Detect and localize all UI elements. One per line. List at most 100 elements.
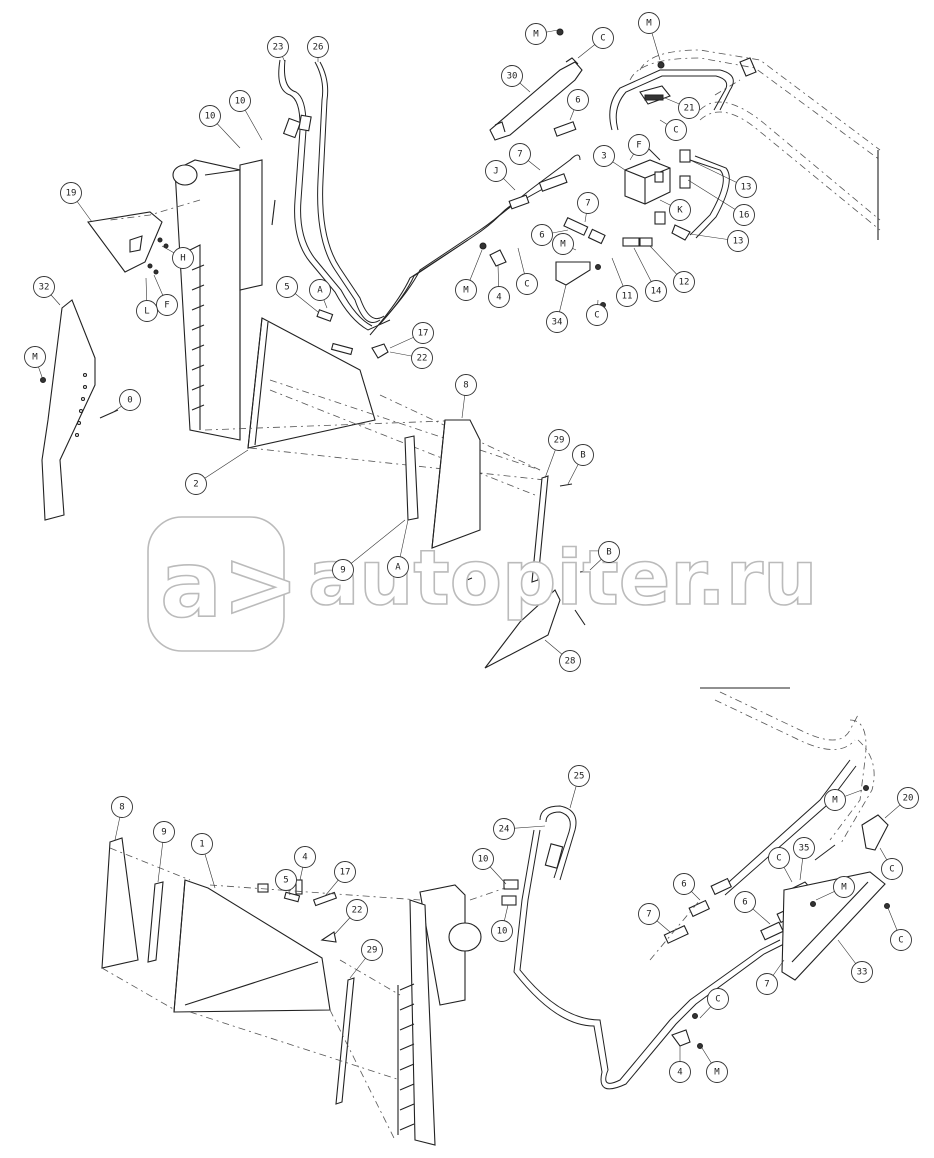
callout-label: 9 bbox=[340, 566, 345, 576]
callout-circle bbox=[491, 920, 513, 942]
callout-label: 17 bbox=[418, 329, 429, 339]
knife-bar-left bbox=[172, 159, 276, 441]
valve-hoses bbox=[609, 69, 734, 239]
fittings-lower bbox=[501, 785, 890, 1049]
callout-circle bbox=[346, 899, 368, 921]
callout-label: 25 bbox=[574, 772, 585, 782]
callout-c17_top: 17 bbox=[389, 322, 434, 349]
callout-c28: 28 bbox=[544, 639, 581, 672]
callout-circle bbox=[60, 182, 82, 204]
strip-29-bottom bbox=[335, 977, 355, 1105]
callout-c20: 20 bbox=[884, 787, 919, 819]
callout-cC_br4: C bbox=[699, 988, 729, 1019]
callout-label: A bbox=[317, 286, 323, 296]
callout-circle bbox=[361, 939, 383, 961]
callout-leader bbox=[342, 519, 406, 571]
callout-c0: 0 bbox=[111, 389, 141, 414]
callout-circle bbox=[568, 765, 590, 787]
callout-cC_low: C bbox=[586, 299, 608, 326]
callout-c4_br: 4 bbox=[669, 1046, 691, 1083]
callout-circle bbox=[727, 230, 749, 252]
callout-label: 35 bbox=[799, 844, 810, 854]
plate-8-bottom bbox=[101, 837, 139, 969]
callout-c30: 30 bbox=[501, 65, 531, 93]
callout-label: C bbox=[673, 126, 678, 136]
callout-circle bbox=[332, 559, 354, 581]
callout-c1: 1 bbox=[191, 833, 216, 889]
callout-circle bbox=[552, 233, 574, 255]
callout-label: F bbox=[636, 141, 641, 151]
callout-label: 7 bbox=[646, 910, 651, 920]
callout-leader bbox=[687, 179, 745, 216]
callout-circle bbox=[525, 23, 547, 45]
callout-label: 22 bbox=[417, 354, 428, 364]
callout-circle bbox=[307, 36, 329, 58]
callout-label: 21 bbox=[684, 104, 695, 114]
callout-cM_br: M bbox=[824, 789, 863, 811]
callout-circle bbox=[733, 204, 755, 226]
callout-cM_br2: M bbox=[815, 876, 855, 901]
callout-label: M bbox=[533, 30, 539, 40]
callout-c6_br: 6 bbox=[673, 873, 701, 901]
callout-cM_br3: M bbox=[701, 1047, 728, 1083]
callout-c22_bot: 22 bbox=[333, 899, 368, 936]
callout-circle bbox=[111, 796, 133, 818]
callout-cC_mid: C bbox=[659, 119, 687, 141]
callout-circle bbox=[136, 300, 158, 322]
callout-circle bbox=[199, 105, 221, 127]
callout-label: 4 bbox=[496, 293, 501, 303]
callout-c6_top: 6 bbox=[567, 89, 589, 121]
callout-label: 10 bbox=[497, 927, 508, 937]
callout-label: 29 bbox=[367, 946, 378, 956]
callout-c25: 25 bbox=[568, 765, 590, 809]
callout-label: C bbox=[889, 865, 894, 875]
callout-cM_low: M bbox=[455, 249, 483, 301]
bracket-30 bbox=[489, 57, 583, 141]
callout-label: 30 bbox=[507, 72, 518, 82]
callout-label: 7 bbox=[517, 150, 522, 160]
callout-label: 24 bbox=[499, 825, 510, 835]
callout-c32: 32 bbox=[33, 276, 61, 306]
callout-cF_mid: F bbox=[628, 134, 650, 161]
callout-circle bbox=[669, 1061, 691, 1083]
callout-label: L bbox=[144, 307, 149, 317]
callout-circle bbox=[645, 280, 667, 302]
callout-c7_top: 7 bbox=[509, 143, 541, 171]
panel-1 bbox=[173, 879, 331, 1013]
callout-c8_bot: 8 bbox=[111, 796, 133, 841]
callout-circle bbox=[756, 973, 778, 995]
callout-circle bbox=[638, 903, 660, 925]
callout-c34: 34 bbox=[546, 284, 568, 333]
callout-label: 2 bbox=[193, 480, 198, 490]
callout-circle bbox=[851, 961, 873, 983]
callout-circle bbox=[890, 929, 912, 951]
callout-cB_a: B bbox=[567, 444, 594, 485]
callout-label: C bbox=[600, 34, 605, 44]
shield-32 bbox=[40, 299, 119, 521]
callout-c7_mid: 7 bbox=[577, 192, 599, 223]
callout-circle bbox=[592, 27, 614, 49]
callout-circle bbox=[191, 833, 213, 855]
callout-circle bbox=[665, 119, 687, 141]
callout-label: C bbox=[715, 995, 720, 1005]
callout-label: A bbox=[395, 563, 401, 573]
callout-circle bbox=[567, 89, 589, 111]
callout-label: F bbox=[164, 301, 169, 311]
callout-label: J bbox=[493, 167, 498, 177]
callout-c22_top: 22 bbox=[389, 347, 433, 369]
callout-c9_top: 9 bbox=[332, 519, 406, 581]
callout-c5_top: 5 bbox=[276, 276, 319, 313]
callout-c3: 3 bbox=[593, 145, 626, 171]
callout-circle bbox=[897, 787, 919, 809]
callout-cC_top: C bbox=[577, 27, 614, 59]
callout-label: 4 bbox=[677, 1068, 682, 1078]
strip-29-top bbox=[531, 475, 597, 583]
callout-label: B bbox=[606, 548, 611, 558]
callout-circle bbox=[275, 869, 297, 891]
callout-label: 9 bbox=[161, 828, 166, 838]
callout-label: 33 bbox=[857, 968, 868, 978]
callout-cC_bracket: C bbox=[516, 247, 538, 295]
callout-circle bbox=[516, 273, 538, 295]
